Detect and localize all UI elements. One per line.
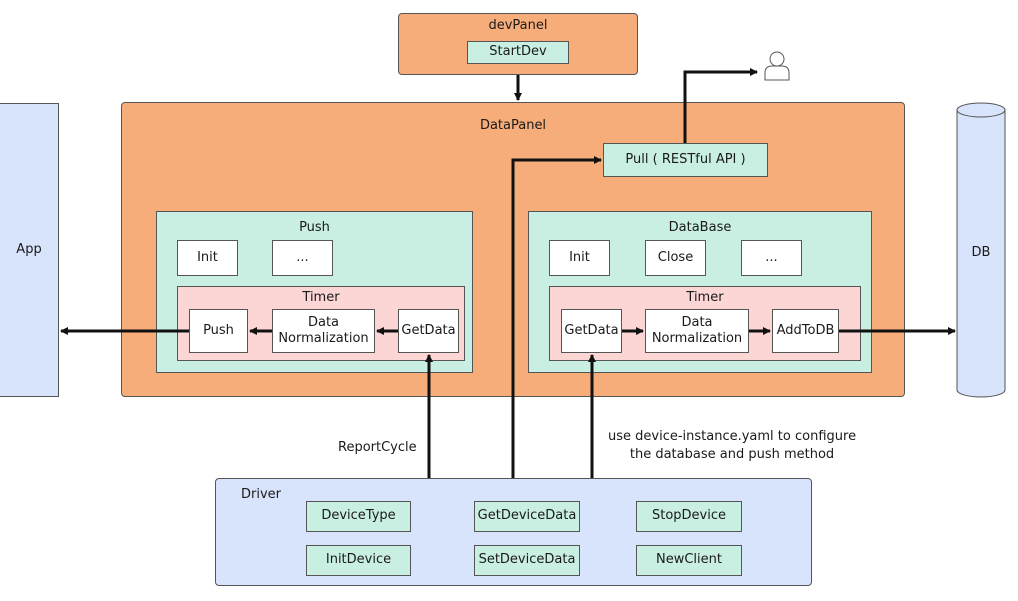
database-close-box[interactable]: Close xyxy=(645,240,706,276)
driver-item-label: SetDeviceData xyxy=(478,552,576,568)
arrow-driver-to-pull xyxy=(511,156,602,478)
push-getdata-box[interactable]: GetData xyxy=(398,309,459,353)
database-addtodb-box[interactable]: AddToDB xyxy=(772,309,839,353)
database-more-box[interactable]: ... xyxy=(741,240,802,276)
driver-title: Driver xyxy=(241,487,282,502)
data-panel-title: DataPanel xyxy=(479,118,547,133)
database-panel-title: DataBase xyxy=(668,220,732,235)
push-more-label: ... xyxy=(296,249,309,265)
database-timer-title: Timer xyxy=(686,290,724,305)
start-dev-label: StartDev xyxy=(489,44,547,60)
push-panel-title: Push xyxy=(299,220,330,235)
driver-item-label: StopDevice xyxy=(651,508,726,524)
driver-item-device-type[interactable]: DeviceType xyxy=(306,501,411,532)
start-dev-button[interactable]: StartDev xyxy=(467,41,569,64)
database-close-label: Close xyxy=(657,249,694,265)
driver-item-get-device-data[interactable]: GetDeviceData xyxy=(474,501,580,532)
database-getdata-box[interactable]: GetData xyxy=(561,309,622,353)
driver-item-label: GetDeviceData xyxy=(477,508,577,524)
pull-label: Pull ( RESTful API ) xyxy=(625,151,746,167)
push-timer-title: Timer xyxy=(302,290,340,305)
pull-restful-api[interactable]: Pull ( RESTful API ) xyxy=(603,143,768,177)
arrow-pull-to-user xyxy=(683,68,758,143)
app-block: App xyxy=(0,103,59,397)
database-init-label: Init xyxy=(569,249,590,265)
push-normalization-label: Data Normalization xyxy=(278,314,369,346)
config-note: use device-instance.yaml to configure th… xyxy=(608,429,857,462)
database-addtodb-label: AddToDB xyxy=(776,322,835,338)
push-push-label: Push xyxy=(203,322,234,338)
driver-item-label: InitDevice xyxy=(325,552,392,568)
app-label: App xyxy=(16,241,42,257)
driver-item-init-device[interactable]: InitDevice xyxy=(306,545,411,576)
driver-item-label: NewClient xyxy=(656,552,722,568)
database-init-box[interactable]: Init xyxy=(549,240,610,276)
report-cycle-label: ReportCycle xyxy=(338,440,417,455)
push-init-label: Init xyxy=(197,249,218,265)
user-icon xyxy=(764,51,790,81)
push-more-box[interactable]: ... xyxy=(272,240,333,276)
database-normalization-label: Data Normalization xyxy=(651,314,743,346)
database-more-label: ... xyxy=(765,249,778,265)
push-init-box[interactable]: Init xyxy=(177,240,238,276)
dev-panel-title: devPanel xyxy=(488,18,548,33)
driver-item-stop-device[interactable]: StopDevice xyxy=(636,501,742,532)
database-normalization-box[interactable]: Data Normalization xyxy=(645,309,749,353)
database-getdata-label: GetData xyxy=(564,322,619,338)
driver-item-new-client[interactable]: NewClient xyxy=(636,545,742,576)
driver-item-set-device-data[interactable]: SetDeviceData xyxy=(474,545,580,576)
driver-item-label: DeviceType xyxy=(321,508,396,524)
push-normalization-box[interactable]: Data Normalization xyxy=(272,309,375,353)
push-getdata-label: GetData xyxy=(401,322,456,338)
db-label: DB xyxy=(971,245,991,260)
push-push-box[interactable]: Push xyxy=(189,309,248,353)
